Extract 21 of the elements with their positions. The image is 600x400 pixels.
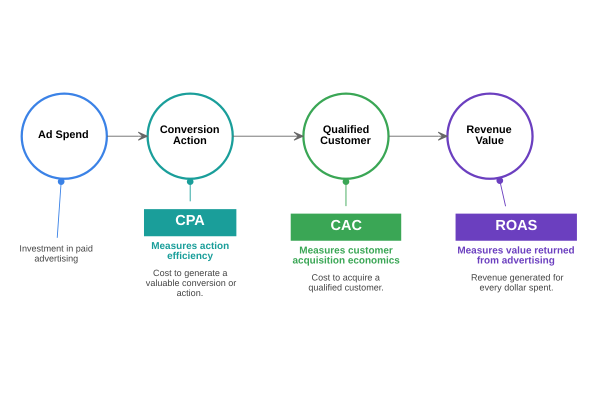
node-label: Measures action efficiency (151, 240, 230, 262)
connector (496, 176, 506, 206)
arrow (388, 131, 448, 140)
connector (342, 178, 350, 206)
connector (186, 178, 194, 202)
node-circle: Revenue Value (446, 92, 534, 180)
node-circle: Qualified Customer (302, 92, 390, 180)
node-box: ROAS (456, 213, 577, 240)
node-box: CAC (290, 213, 402, 240)
node-label: Cost to acquire a qualified customer. (308, 272, 384, 292)
node-box: CPA (144, 208, 236, 236)
node-label: Cost to generate a valuable conversion or action. (146, 268, 236, 298)
arrow (106, 131, 148, 140)
node-circle: Conversion Action (146, 92, 234, 180)
node-circle: Ad Spend (20, 92, 108, 180)
arrow (232, 131, 304, 140)
node-label: Revenue generated for every dollar spent. (470, 272, 564, 292)
connector (56, 178, 64, 238)
node-text: Investment in paid advertising (19, 243, 93, 264)
node-label: Measures customer acquisition economics (292, 244, 400, 266)
node-label: Measures value returned from advertising (457, 244, 575, 266)
